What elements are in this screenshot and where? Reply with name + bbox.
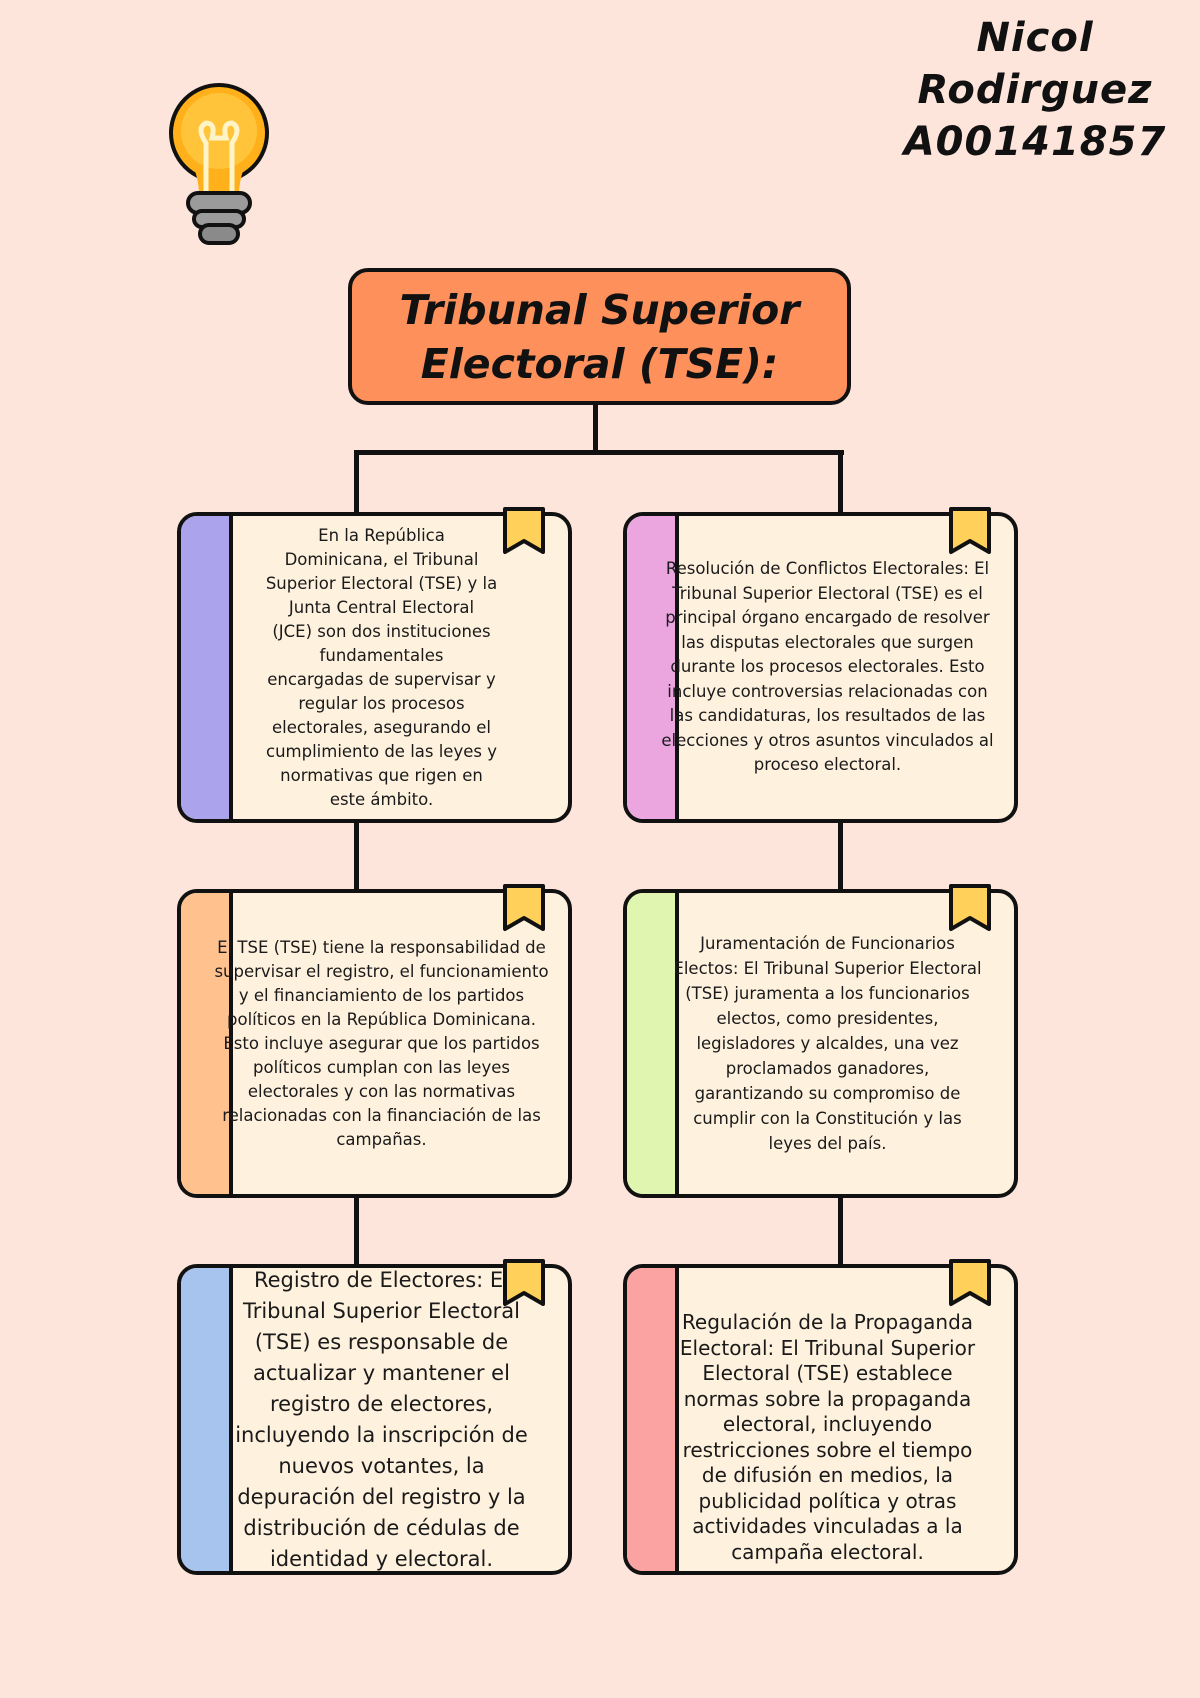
bookmark-icon: [949, 1259, 991, 1306]
info-card: Resolución de Conflictos Electorales: El…: [623, 507, 1018, 823]
connector: [838, 450, 843, 514]
bookmark-icon: [503, 884, 545, 931]
info-card: Regulación de la Propaganda Electoral: E…: [623, 1259, 1018, 1575]
author-block: Nicol Rodirguez A00141857: [870, 12, 1200, 168]
bookmark-icon: [503, 1259, 545, 1306]
lightbulb-icon: [169, 83, 269, 245]
connector: [354, 450, 359, 514]
info-card: Registro de Electores: El Tribunal Super…: [177, 1259, 572, 1575]
connector: [354, 823, 359, 891]
bookmark-icon: [503, 507, 545, 554]
connector: [593, 405, 598, 454]
card-stripe: [627, 893, 679, 1194]
card-text: Resolución de Conflictos Electorales: El…: [661, 559, 994, 775]
bookmark-icon: [949, 884, 991, 931]
info-card: En la República Dominicana, el Tribunal …: [177, 507, 572, 823]
card-stripe: [181, 893, 233, 1194]
author-id: A00141857: [903, 119, 1167, 165]
connector: [354, 450, 844, 455]
card-text: En la República Dominicana, el Tribunal …: [265, 525, 498, 809]
card-text: El TSE (TSE) tiene la responsabilidad de…: [214, 937, 549, 1149]
info-card: El TSE (TSE) tiene la responsabilidad de…: [177, 884, 572, 1198]
card-text: Juramentación de Funcionarios Electos: E…: [673, 934, 982, 1153]
bookmark-icon: [949, 507, 991, 554]
connector: [354, 1198, 359, 1266]
card-text: Regulación de la Propaganda Electoral: E…: [679, 1310, 976, 1564]
page-title: Tribunal Superior Electoral (TSE):: [399, 285, 800, 388]
card-stripe: [181, 1268, 233, 1571]
connector: [838, 1198, 843, 1266]
card-stripe: [181, 516, 233, 819]
info-card: Juramentación de Funcionarios Electos: E…: [623, 884, 1018, 1198]
card-stripe: [627, 516, 679, 819]
connector: [838, 823, 843, 891]
author-name: Nicol Rodirguez: [917, 15, 1153, 113]
card-stripe: [627, 1268, 679, 1571]
title-box: Tribunal Superior Electoral (TSE):: [348, 268, 851, 405]
card-text: Registro de Electores: El Tribunal Super…: [235, 1267, 528, 1571]
